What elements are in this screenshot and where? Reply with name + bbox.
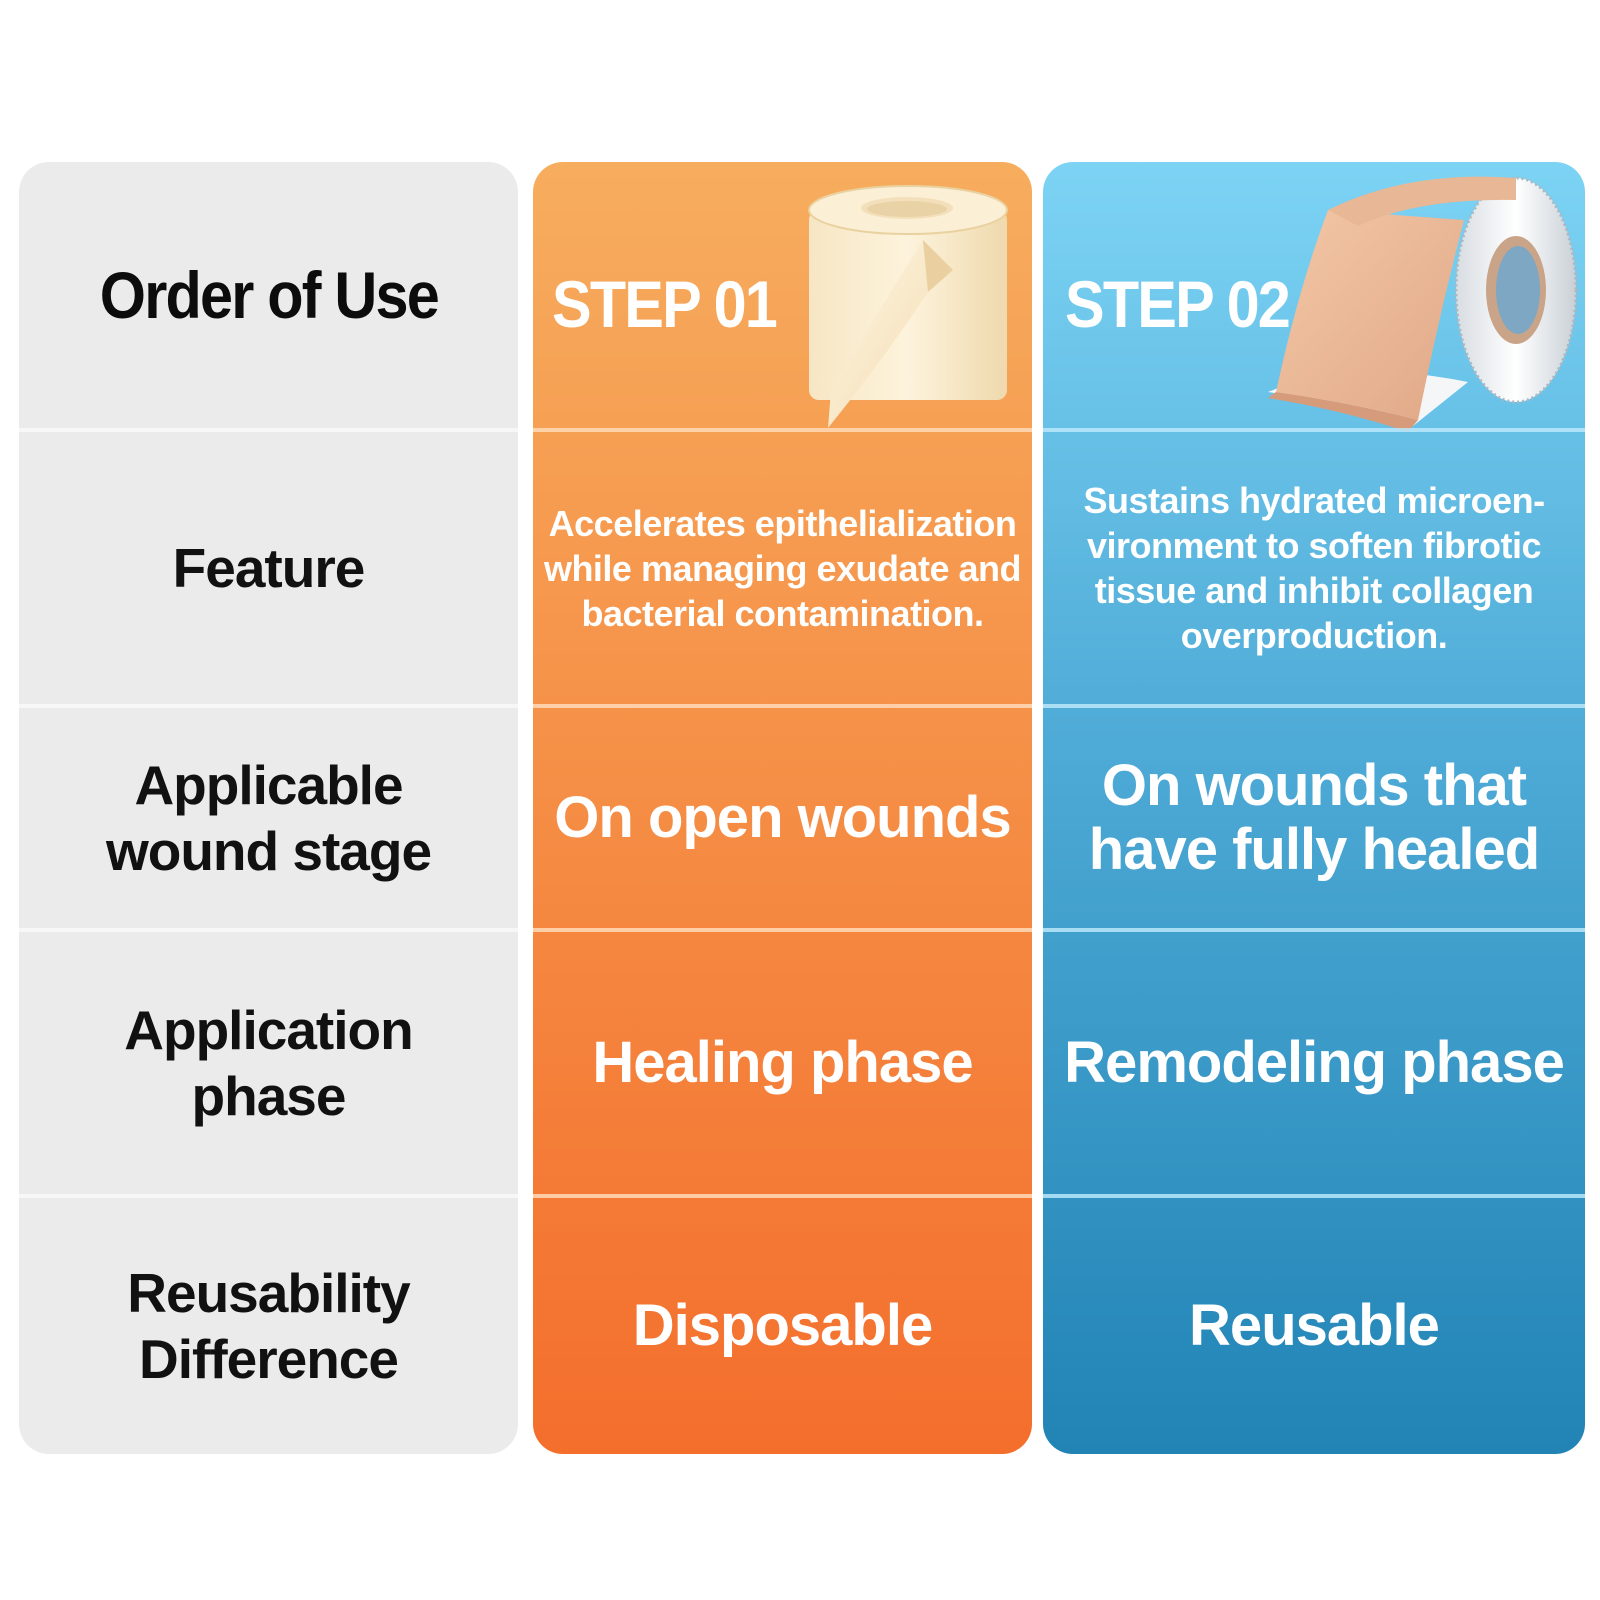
row-divider bbox=[533, 704, 1032, 708]
step-02-wound-stage-cell: On wounds that have fully healed bbox=[1043, 708, 1585, 928]
row-divider bbox=[1043, 928, 1585, 932]
step-02-feature-text: Sustains hydrated microen-vironment to s… bbox=[1083, 480, 1545, 656]
step-01-reusability-text: Disposable bbox=[632, 1293, 933, 1358]
step-01-phase-text: Healing phase bbox=[592, 1030, 973, 1095]
step-02-phase-cell: Remodeling phase bbox=[1043, 932, 1585, 1194]
label-column: Order of Use Feature Applicable wound st… bbox=[19, 162, 518, 1454]
row-divider bbox=[533, 1194, 1032, 1198]
row-divider bbox=[533, 428, 1032, 432]
step-01-header-cell: STEP 01 bbox=[533, 162, 1032, 428]
step-01-feature-text: Accelerates epithelialization while mana… bbox=[543, 502, 1022, 634]
step-02-header-cell: STEP 02 bbox=[1043, 162, 1585, 432]
row-divider bbox=[533, 928, 1032, 932]
wound-stage-label-cell: Applicable wound stage bbox=[19, 708, 518, 928]
step-02-reusability-text: Reusable bbox=[1189, 1293, 1440, 1358]
foam-dressing-roll-image bbox=[808, 185, 1008, 428]
order-of-use-cell: Order of Use bbox=[19, 162, 518, 428]
reusability-label-cell: Reusability Difference bbox=[19, 1198, 518, 1454]
step-02-wound-stage-text: On wounds that have fully healed bbox=[1088, 753, 1540, 882]
step-02-feature-cell: Sustains hydrated microen-vironment to s… bbox=[1043, 432, 1585, 704]
step-01-feature-cell: Accelerates epithelialization while mana… bbox=[533, 432, 1032, 704]
step-02-reusability-cell: Reusable bbox=[1043, 1198, 1585, 1454]
step-01-phase-cell: Healing phase bbox=[533, 932, 1032, 1194]
reusability-label: Reusability Difference bbox=[127, 1262, 410, 1390]
feature-label-cell: Feature bbox=[19, 432, 518, 704]
step-01-wound-stage-cell: On open wounds bbox=[533, 708, 1032, 928]
row-divider bbox=[1043, 704, 1585, 708]
order-of-use-heading: Order of Use bbox=[99, 258, 439, 332]
step-01-column: STEP 01 bbox=[533, 162, 1032, 1454]
row-divider bbox=[1043, 1194, 1585, 1198]
feature-label: Feature bbox=[172, 537, 366, 599]
wound-stage-label: Applicable wound stage bbox=[105, 754, 432, 882]
step-02-phase-text: Remodeling phase bbox=[1064, 1030, 1565, 1095]
row-divider bbox=[19, 928, 518, 932]
phase-label-cell: Application phase bbox=[19, 932, 518, 1194]
row-divider bbox=[1043, 428, 1585, 432]
row-divider bbox=[19, 1194, 518, 1198]
phase-label: Application phase bbox=[124, 999, 413, 1127]
step-02-title: STEP 02 bbox=[1065, 267, 1291, 341]
step-02-column: STEP 02 bbox=[1043, 162, 1585, 1454]
row-divider bbox=[19, 704, 518, 708]
row-divider bbox=[19, 428, 518, 432]
step-01-reusability-cell: Disposable bbox=[533, 1198, 1032, 1454]
silicone-scar-tape-roll-image bbox=[1268, 176, 1578, 432]
step-01-title: STEP 01 bbox=[552, 267, 778, 341]
step-01-wound-stage-text: On open wounds bbox=[554, 785, 1011, 850]
